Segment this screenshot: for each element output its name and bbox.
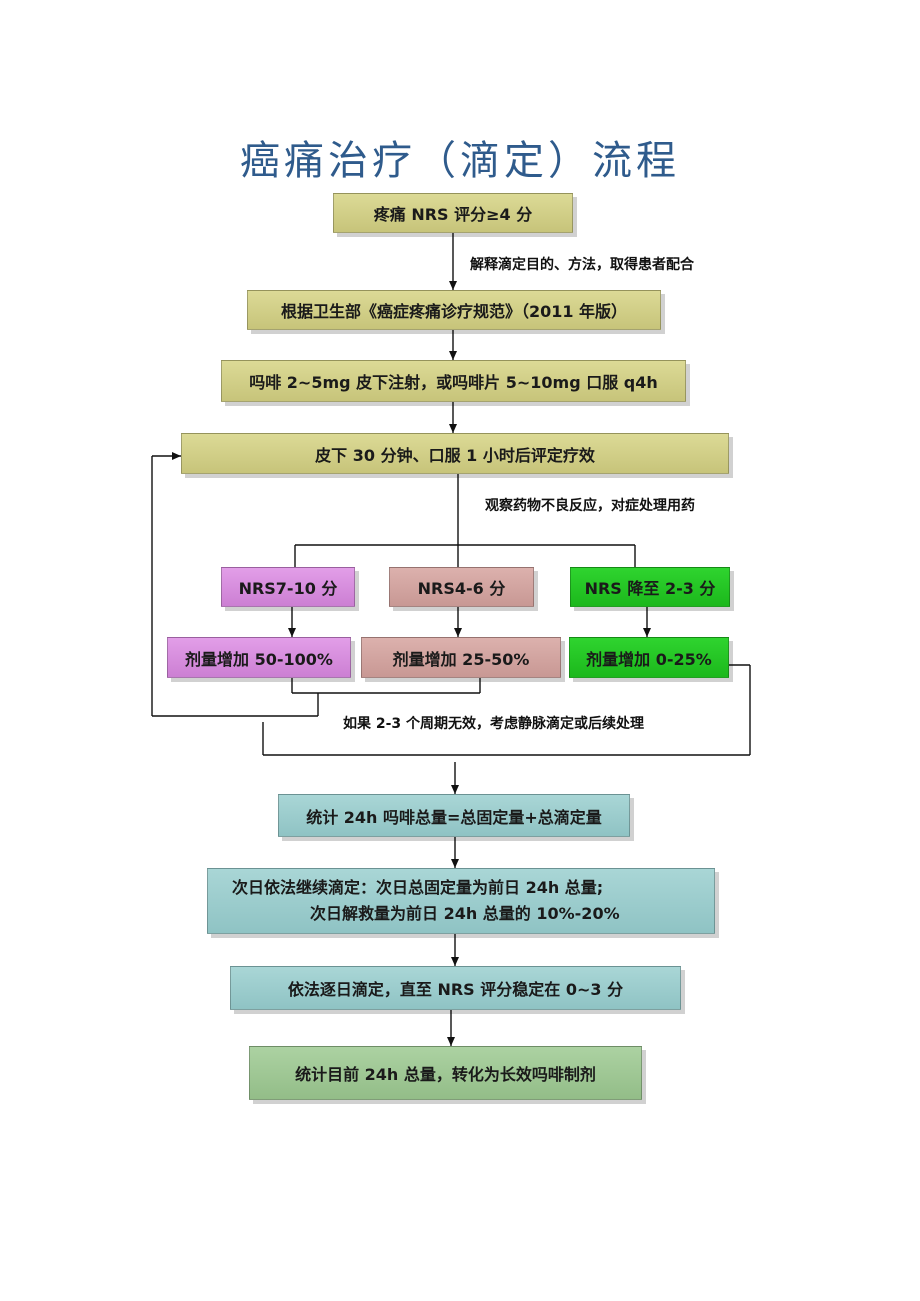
node-evaluate-effect: 皮下 30 分钟、口服 1 小时后评定疗效 — [181, 433, 729, 474]
node-nrs-4-6: NRS4-6 分 — [389, 567, 534, 607]
node-nrs-start: 疼痛 NRS 评分≥4 分 — [333, 193, 573, 233]
page-title: 癌痛治疗（滴定）流程 — [240, 138, 680, 184]
node-daily-titration: 依法逐日滴定，直至 NRS 评分稳定在 0~3 分 — [230, 966, 681, 1010]
node-guideline: 根据卫生部《癌症疼痛诊疗规范》（2011 年版） — [247, 290, 661, 330]
node-dose-0-25: 剂量增加 0-25% — [569, 637, 729, 678]
node-dose-25-50: 剂量增加 25-50% — [361, 637, 561, 678]
node-nrs-2-3: NRS 降至 2-3 分 — [570, 567, 730, 607]
node-next-day: 次日依法继续滴定：次日总固定量为前日 24h 总量; 次日解救量为前日 24h … — [207, 868, 715, 934]
node-convert-long-acting: 统计目前 24h 总量，转化为长效吗啡制剂 — [249, 1046, 642, 1100]
node-total-24h: 统计 24h 吗啡总量=总固定量+总滴定量 — [278, 794, 630, 837]
note-observe: 观察药物不良反应，对症处理用药 — [485, 498, 695, 514]
node-morphine-dose: 吗啡 2~5mg 皮下注射，或吗啡片 5~10mg 口服 q4h — [221, 360, 686, 402]
node-dose-50-100: 剂量增加 50-100% — [167, 637, 351, 678]
next-day-line-2: 次日解救量为前日 24h 总量的 10%-20% — [310, 904, 620, 923]
node-nrs-7-10: NRS7-10 分 — [221, 567, 355, 607]
note-ineffective: 如果 2-3 个周期无效，考虑静脉滴定或后续处理 — [343, 716, 645, 732]
next-day-line-1: 次日依法继续滴定：次日总固定量为前日 24h 总量; — [232, 878, 604, 897]
note-explain: 解释滴定目的、方法，取得患者配合 — [470, 257, 694, 273]
